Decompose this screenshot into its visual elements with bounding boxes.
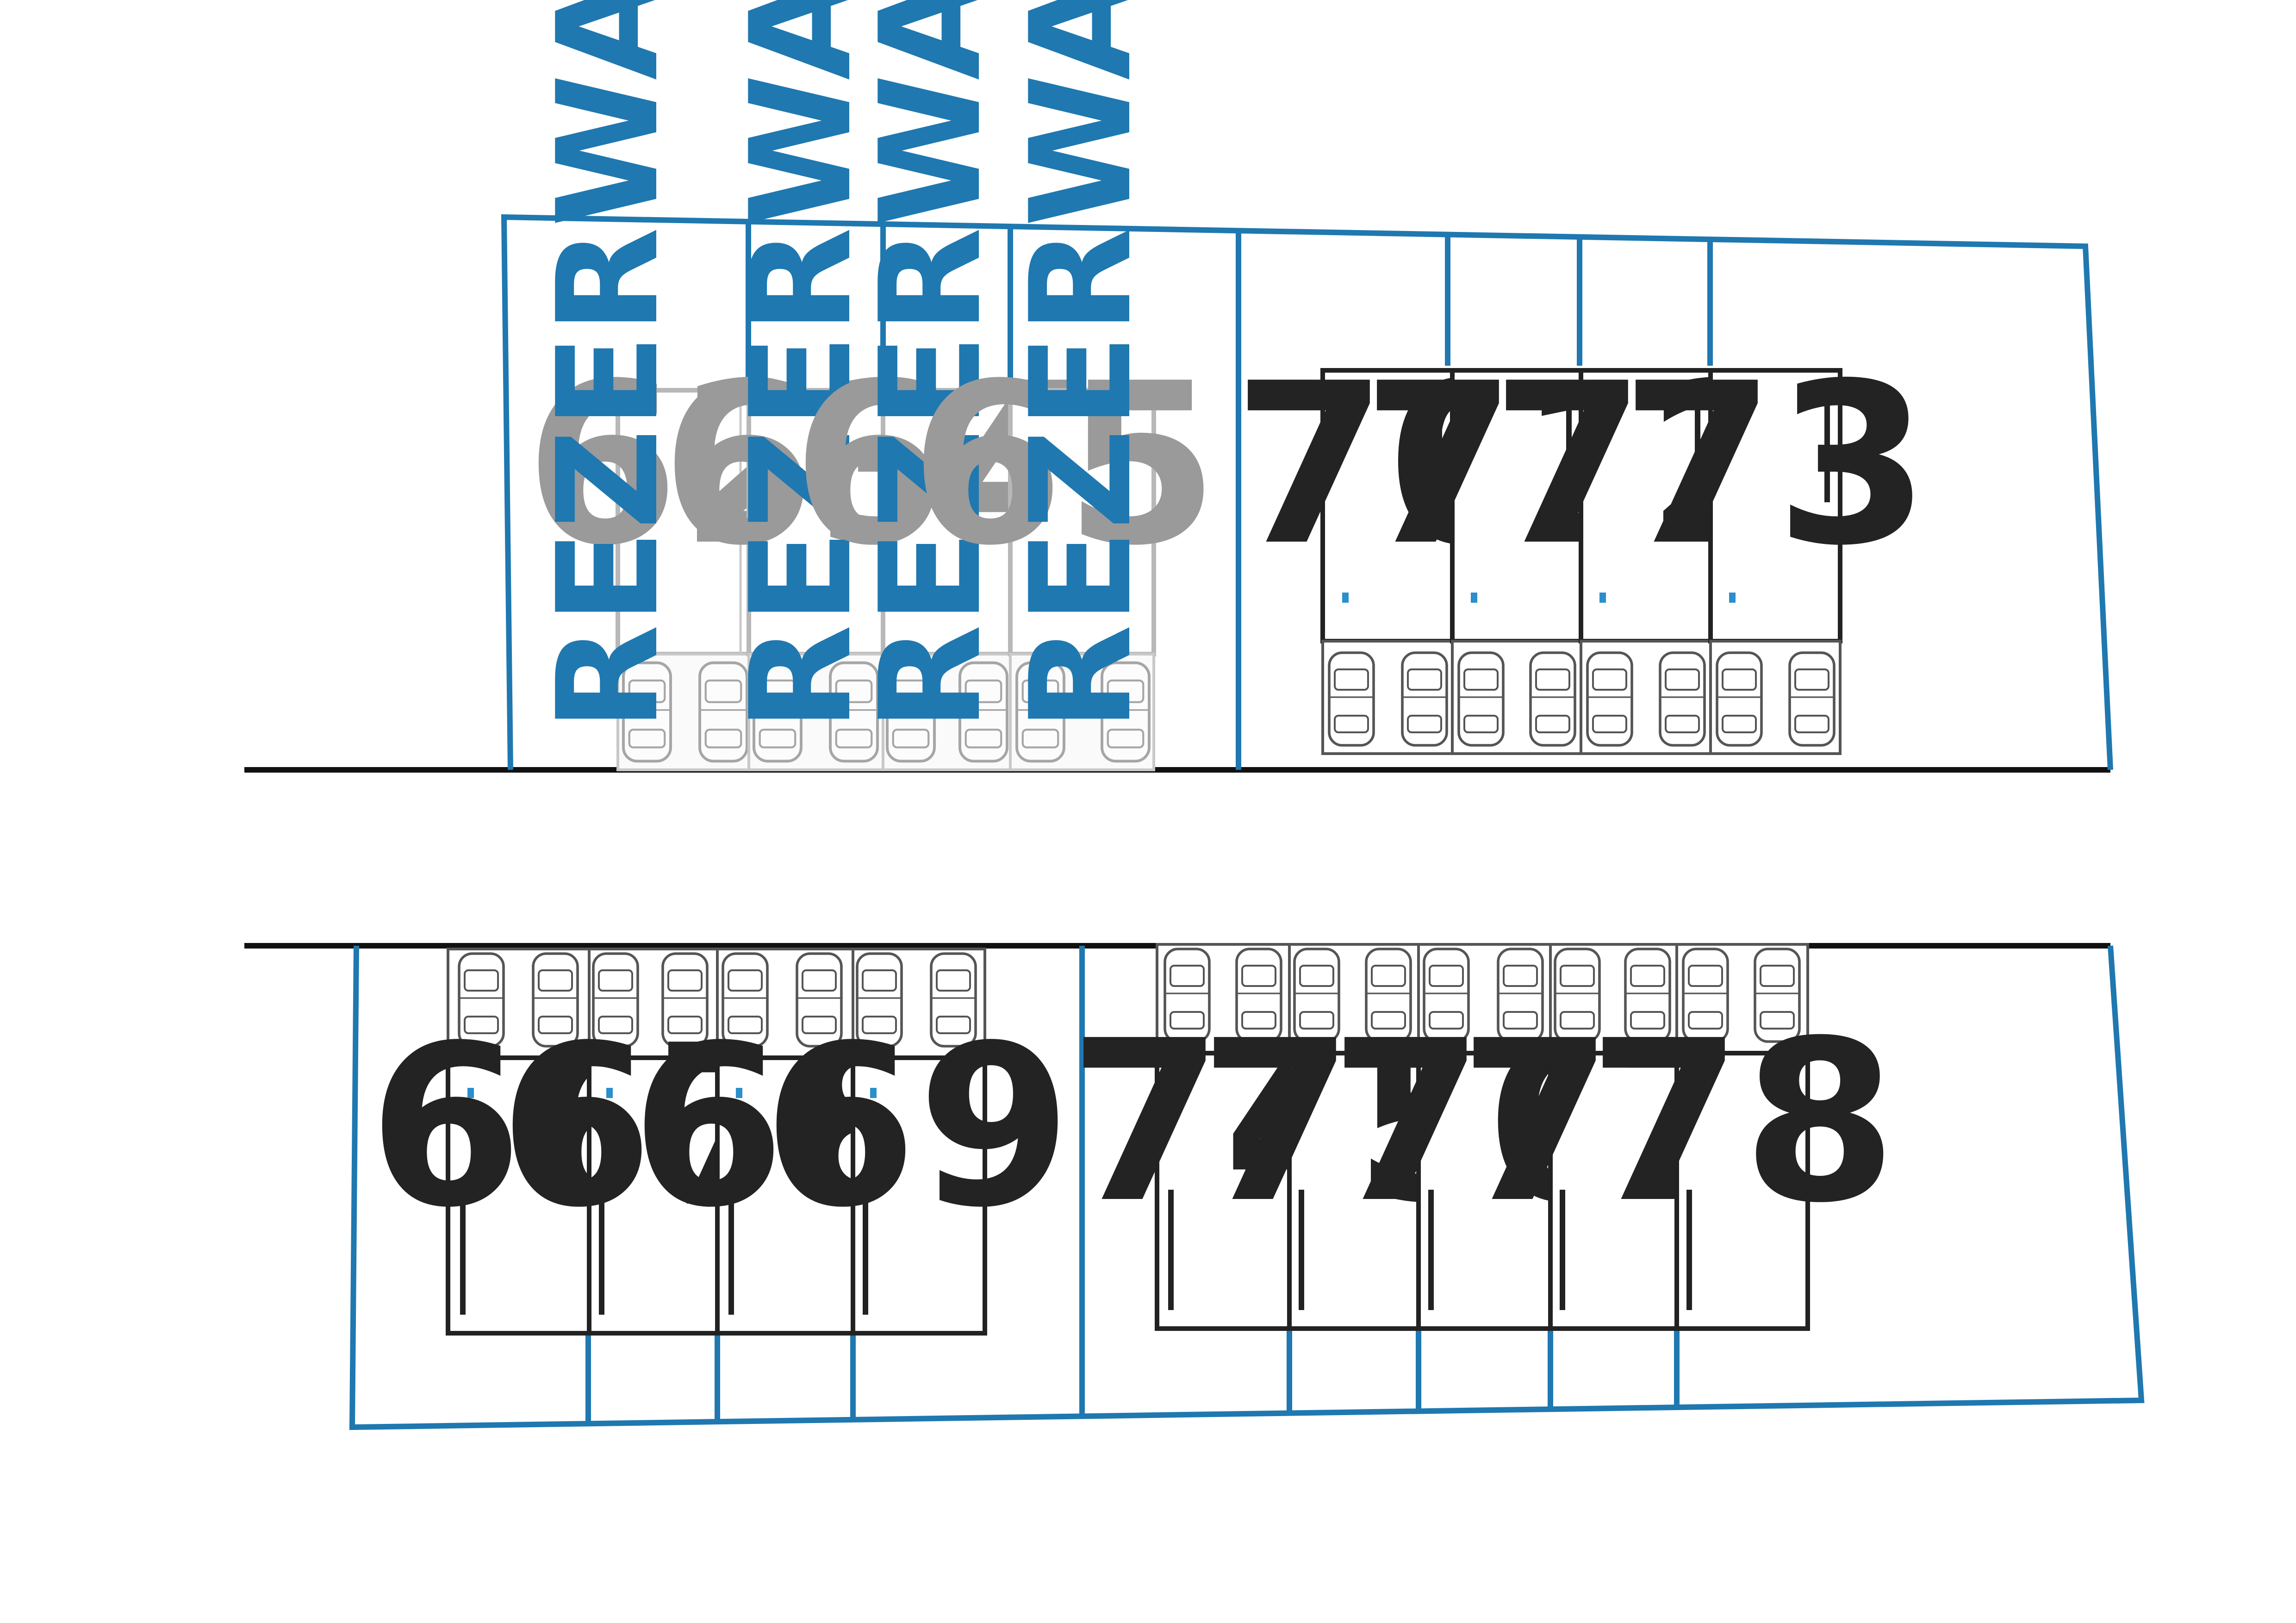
door-marker <box>1436 1083 1442 1093</box>
door-marker <box>1694 1083 1700 1093</box>
car-icon <box>1660 653 1705 745</box>
door-marker <box>1729 593 1736 603</box>
unit-number: 69 <box>763 998 1072 1256</box>
car-icon <box>1531 653 1575 745</box>
door-marker <box>467 1088 474 1098</box>
door-marker <box>736 1088 742 1098</box>
house-footprint <box>851 1055 987 1336</box>
door-marker <box>1471 593 1477 603</box>
door-marker <box>1306 1083 1313 1093</box>
terrace-south-west: 66 67 68 69 <box>368 948 1072 1336</box>
reservation-label: REZERWACJA <box>721 0 882 731</box>
reserved-terrace-north-west: 62 REZERWACJA 63 REZERWACJA 64 REZERWACJ… <box>525 0 1219 771</box>
house-footprint <box>747 388 885 656</box>
plot-boundaries <box>349 214 2145 1430</box>
house-footprint <box>587 1055 720 1336</box>
door-marker <box>1176 1083 1182 1093</box>
car-icon <box>1402 653 1447 745</box>
terrace-south-east: 74 75 76 77 <box>1069 943 1897 1331</box>
house-footprint <box>446 1055 591 1336</box>
car-icon <box>1587 653 1632 745</box>
unit[interactable]: 72 <box>1491 336 1800 755</box>
unit[interactable]: 73 <box>1621 336 1930 755</box>
door-marker <box>1599 593 1606 603</box>
house-footprint <box>1416 1051 1553 1331</box>
reserved-unit[interactable]: 63 REZERWACJA <box>661 0 970 771</box>
reserved-unit[interactable]: 62 REZERWACJA <box>525 0 834 771</box>
reservation-label: REZERWACJA <box>850 0 1012 731</box>
unit-number: 65 <box>910 336 1219 594</box>
car-icon <box>1717 653 1761 745</box>
house-footprint <box>1287 1051 1421 1331</box>
door-marker <box>606 1088 613 1098</box>
door-marker <box>1342 593 1349 603</box>
car-icon <box>1329 653 1374 745</box>
plot-boundary-south <box>349 945 2145 1430</box>
car-icon <box>1790 653 1834 745</box>
unit-number: 73 <box>1621 336 1930 594</box>
unit-number: 78 <box>1588 993 1897 1252</box>
house-footprint <box>881 388 1013 656</box>
house-footprint <box>1579 368 1713 643</box>
reservation-label: REZERWACJA <box>1001 0 1162 731</box>
car-icon <box>1459 653 1503 745</box>
house-footprint <box>1674 1051 1810 1331</box>
house-footprint <box>1548 1051 1679 1331</box>
door-marker <box>1567 1083 1574 1093</box>
unit[interactable]: 78 <box>1588 943 1897 1331</box>
unit[interactable]: 69 <box>763 948 1072 1336</box>
reserved-unit[interactable]: 65 REZERWACJA <box>910 0 1219 771</box>
reservation-label: REZERWACJA <box>528 0 689 731</box>
house-footprint <box>1155 1051 1292 1331</box>
plot-boundary-north <box>501 214 2113 770</box>
door-marker <box>870 1088 877 1098</box>
terrace-north-east: 70 71 72 73 <box>1233 336 1930 755</box>
